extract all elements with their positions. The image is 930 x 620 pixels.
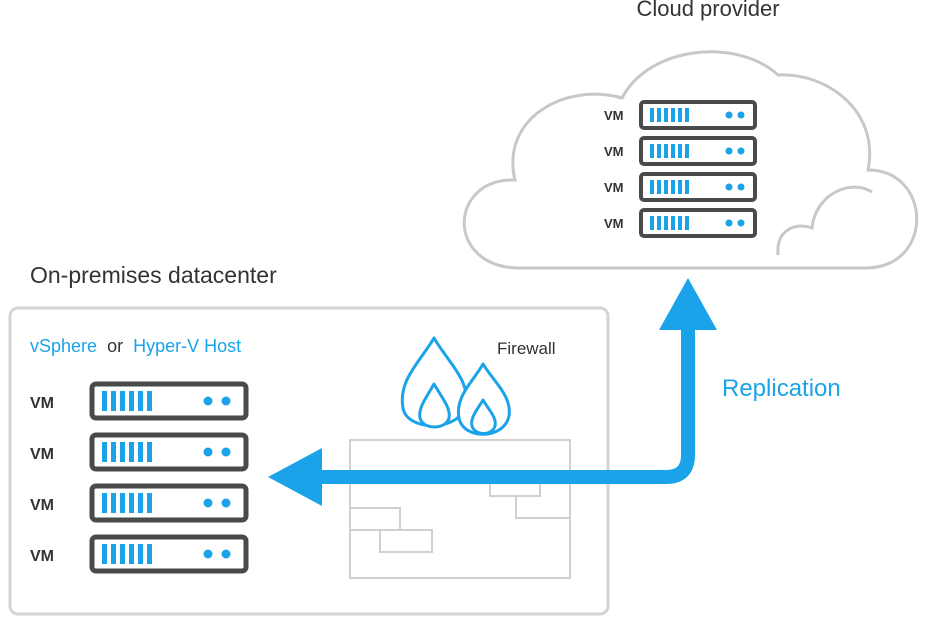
vm-label: VM — [30, 395, 54, 412]
cloud-inner-curve — [776, 185, 873, 256]
firewall-wall — [349, 439, 571, 579]
flame-inner-left — [418, 382, 451, 429]
server-led — [737, 183, 745, 191]
replication-arrow — [268, 278, 717, 506]
flame-icon — [400, 336, 511, 436]
arrow-path — [318, 320, 695, 484]
server-led — [737, 111, 745, 119]
server-led — [737, 147, 745, 155]
arrow-head-left — [268, 448, 322, 506]
cloud-vm-1: VM — [604, 100, 757, 130]
server-led — [221, 447, 231, 457]
host-hyperv: Hyper-V Host — [133, 336, 241, 356]
server-drive-bars — [102, 493, 152, 513]
cloud-vm-2: VM — [604, 136, 757, 166]
server-drive-bars — [650, 180, 689, 194]
host-vsphere: vSphere — [30, 336, 97, 356]
datacenter-title: On-premises datacenter — [30, 262, 277, 288]
server-icon — [639, 100, 757, 130]
host-or: or — [107, 336, 123, 356]
cloud-vm-3: VM — [604, 172, 757, 202]
server-drive-bars — [650, 144, 689, 158]
datacenter-vm-1: VM — [30, 381, 249, 421]
cloud-title: Cloud provider — [636, 0, 779, 21]
server-led — [203, 396, 213, 406]
vm-label: VM — [604, 108, 624, 123]
server-icon — [639, 208, 757, 238]
datacenter-vm-3: VM — [30, 483, 249, 523]
server-led — [725, 111, 733, 119]
server-led — [203, 549, 213, 559]
vm-label: VM — [604, 216, 624, 231]
server-drive-bars — [650, 108, 689, 122]
vm-label: VM — [604, 144, 624, 159]
server-led — [203, 447, 213, 457]
replication-label: Replication — [722, 375, 841, 402]
cloud-vm-list: VM VM VM VM — [604, 100, 757, 238]
server-drive-bars — [102, 544, 152, 564]
arrow-head-up — [659, 278, 717, 330]
datacenter-vm-2: VM — [30, 432, 249, 472]
vm-label: VM — [30, 548, 54, 565]
flame-inner-right — [470, 398, 497, 435]
cloud-vm-4: VM — [604, 208, 757, 238]
datacenter-vm-list: VM VM VM VM — [30, 381, 249, 574]
server-led — [203, 498, 213, 508]
vm-label: VM — [30, 446, 54, 463]
server-led — [221, 396, 231, 406]
vm-label: VM — [604, 180, 624, 195]
datacenter-vm-4: VM — [30, 534, 249, 574]
server-icon — [639, 136, 757, 166]
server-led — [221, 498, 231, 508]
server-icon — [639, 172, 757, 202]
server-drive-bars — [650, 216, 689, 230]
server-led — [221, 549, 231, 559]
server-led — [725, 219, 733, 227]
server-drive-bars — [102, 391, 152, 411]
firewall-label: Firewall — [497, 339, 556, 358]
server-drive-bars — [102, 442, 152, 462]
vm-label: VM — [30, 497, 54, 514]
server-led — [725, 147, 733, 155]
server-led — [737, 219, 745, 227]
host-label: vSphere or Hyper-V Host — [30, 336, 241, 356]
server-led — [725, 183, 733, 191]
